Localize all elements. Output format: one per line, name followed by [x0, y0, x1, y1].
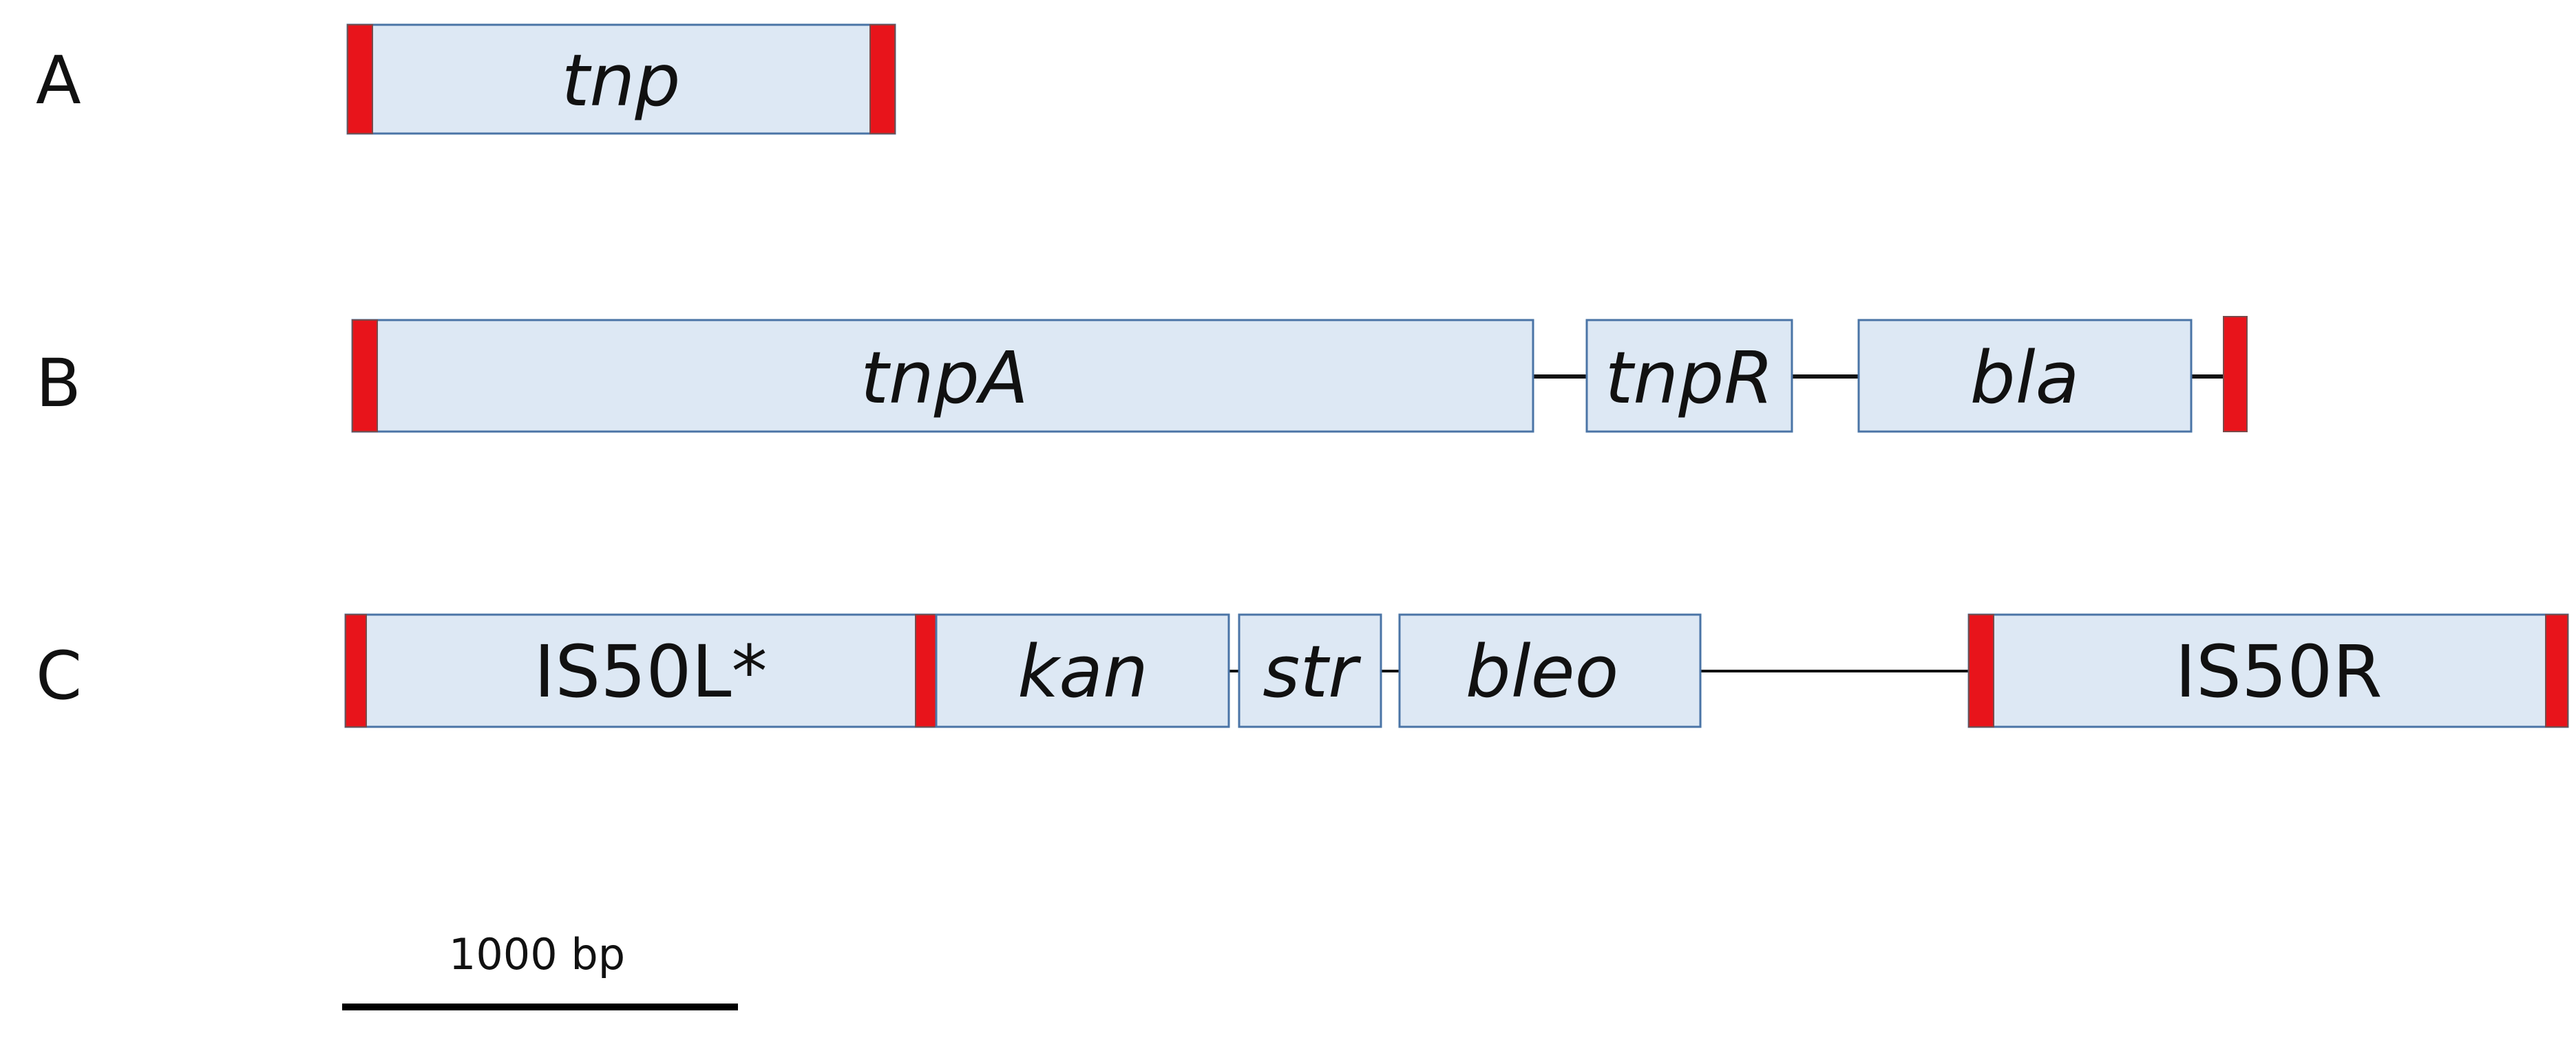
gene-box-tnp: [346, 23, 896, 135]
row-label-a: A: [36, 42, 81, 119]
inverted-repeat-is50l-left: [345, 614, 367, 728]
inverted-repeat-right-b: [2223, 316, 2248, 432]
gene-box-tnpA: [351, 319, 1534, 433]
scale-bar-group: 1000 bp: [342, 929, 738, 1010]
gene-label-IS50R: IS50R: [2175, 630, 2382, 714]
row-c: C IS50L* kan str bleo IS50R: [36, 613, 2569, 728]
gene-label-str: str: [1263, 630, 1362, 714]
inverted-repeat-left-a: [347, 24, 373, 134]
row-label-c: C: [36, 637, 82, 714]
gene-label-kan: kan: [1017, 630, 1148, 714]
gene-box-tnpR: [1585, 319, 1793, 433]
row-a: A tnp: [36, 23, 896, 135]
gene-label-tnpA: tnpA: [861, 336, 1028, 420]
inverted-repeat-right-a: [869, 24, 896, 134]
gene-box-IS50L: [344, 613, 938, 728]
gene-box-bla: [1857, 319, 2193, 433]
gene-label-bleo: bleo: [1466, 630, 1619, 714]
inverted-repeat-is50r-right: [2545, 614, 2568, 728]
gene-label-bla: bla: [1970, 336, 2080, 420]
gene-box-kan: [935, 613, 1230, 728]
gene-box-IS50R: [1967, 613, 2569, 728]
gene-label-tnpR: tnpR: [1605, 336, 1774, 420]
row-label-b: B: [36, 345, 81, 422]
inverted-repeat-is50l-right: [915, 614, 937, 728]
gene-box-bleo: [1398, 613, 1702, 728]
gene-box-str: [1238, 613, 1382, 728]
gene-label-IS50L: IS50L*: [534, 630, 768, 714]
inverted-repeat-is50r-left: [1968, 614, 1994, 728]
gene-label-tnp: tnp: [562, 39, 681, 123]
inverted-repeat-left-b: [352, 319, 378, 432]
row-b: B tnpA tnpR bla: [36, 316, 2248, 433]
scale-bar-label: 1000 bp: [449, 929, 625, 979]
